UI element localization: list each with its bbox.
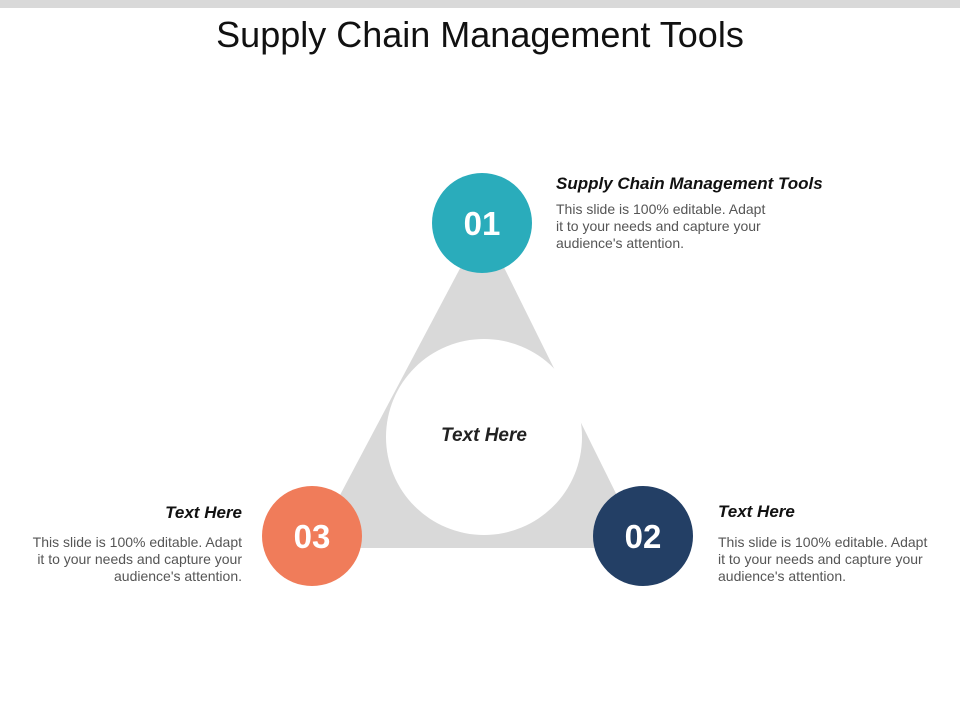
badge-01-circle	[432, 173, 532, 273]
badge-02: 02	[593, 486, 693, 586]
item-01-heading: Supply Chain Management Tools	[556, 174, 823, 193]
badge-03-number: 03	[294, 518, 331, 555]
item-03-body-line: audience's attention.	[114, 568, 242, 584]
item-02-body-line: audience's attention.	[718, 568, 846, 584]
center-label: Text Here	[441, 425, 527, 446]
item-03-body-line: it to your needs and capture your	[37, 551, 242, 567]
top-accent-bar	[0, 0, 960, 8]
item-02-heading: Text Here	[718, 502, 795, 521]
item-02-body-line: it to your needs and capture your	[718, 551, 923, 567]
center-circle	[386, 339, 582, 535]
item-01-body-line: it to your needs and capture your	[556, 218, 761, 234]
item-01-body-line: This slide is 100% editable. Adapt	[556, 201, 766, 217]
badge-03-circle	[262, 486, 362, 586]
badge-02-number: 02	[625, 518, 662, 555]
item-03-heading: Text Here	[165, 503, 242, 522]
item-01-body: This slide is 100% editable. Adapt it to…	[556, 201, 765, 252]
item-02-body: This slide is 100% editable. Adapt it to…	[718, 534, 927, 585]
badge-02-circle	[593, 486, 693, 586]
badge-01: 01	[432, 173, 532, 273]
item-03-body: This slide is 100% editable. Adapt it to…	[2, 534, 242, 585]
badge-03: 03	[262, 486, 362, 586]
item-01-body-line: audience's attention.	[556, 235, 684, 251]
slide-title: Supply Chain Management Tools	[216, 14, 744, 55]
badge-01-number: 01	[464, 205, 501, 242]
item-03-body-line: This slide is 100% editable. Adapt	[32, 534, 242, 550]
item-02-body-line: This slide is 100% editable. Adapt	[718, 534, 928, 550]
